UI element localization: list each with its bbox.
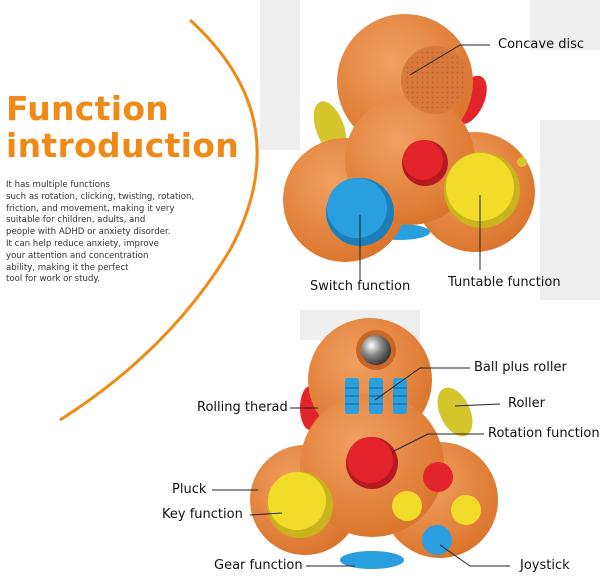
page-title: Function introduction	[6, 90, 239, 164]
label-ball-plus-roller: Ball plus roller	[474, 360, 567, 375]
description-line: friction, and movement, making it very	[6, 203, 175, 214]
fidget-toy-top	[283, 14, 535, 262]
label-pluck: Pluck	[172, 482, 207, 497]
description-line: It has multiple functions	[6, 180, 110, 190]
label-rolling-thread: Rolling therad	[197, 400, 288, 415]
description-line: your attention and concentration	[6, 250, 149, 261]
label-switch-function: Switch function	[310, 279, 411, 294]
label-gear-function: Gear function	[214, 558, 303, 573]
orange-arc	[59, 18, 259, 422]
description-line: suitable for children, adults, and	[6, 215, 146, 226]
label-key-function: Key function	[162, 507, 243, 522]
label-joystick: Joystick	[520, 558, 570, 573]
fidget-toy-bottom	[250, 318, 498, 569]
label-rotation-function: Rotation function	[488, 426, 600, 441]
description-line: tool for work or study.	[6, 274, 100, 285]
description-line: ability, making it the perfect	[6, 262, 129, 273]
title-line-2: introduction	[6, 126, 240, 165]
label-tuntable-function: Tuntable function	[448, 275, 561, 290]
label-concave-disc: Concave disc	[498, 37, 584, 52]
description-text: It has multiple functions such as rotati…	[6, 180, 216, 286]
label-roller: Roller	[508, 396, 545, 411]
description-line: It can help reduce anxiety, improve	[6, 238, 159, 249]
leader-lines	[212, 44, 510, 567]
description-line: such as rotation, clicking, twisting, ro…	[6, 191, 195, 202]
title-line-1: Function	[6, 89, 170, 128]
description-line: people with ADHD or anxiety disorder.	[6, 227, 171, 238]
